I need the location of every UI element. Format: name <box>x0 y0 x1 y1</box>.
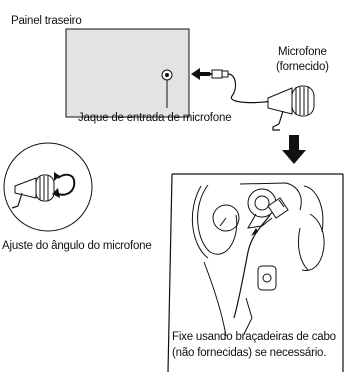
insert-arrow-icon <box>191 68 210 80</box>
microphone-label-line1: Microfone <box>278 46 327 58</box>
rotate-arrow-icon <box>52 172 76 198</box>
mic-angle-label: Ajuste do ângulo do microfone <box>2 240 152 252</box>
microphone-icon <box>267 85 315 131</box>
clamp-note-line2: (não fornecidas) se necessário. <box>172 347 327 359</box>
clamp-note-line1: Fixe usando braçadeiras de cabo <box>172 331 336 343</box>
down-arrow-icon <box>282 135 306 164</box>
mic-angle-detail-circle <box>3 142 93 232</box>
rear-panel-label: Painel traseiro <box>11 15 82 27</box>
dashboard-illustration <box>167 173 344 373</box>
microphone-label-line2: (fornecido) <box>276 61 329 73</box>
mic-plug-icon <box>205 69 229 79</box>
mic-cable <box>227 73 277 104</box>
mic-jack-icon <box>161 69 173 81</box>
mic-jack-label: Jaque de entrada de microfone <box>78 112 232 124</box>
